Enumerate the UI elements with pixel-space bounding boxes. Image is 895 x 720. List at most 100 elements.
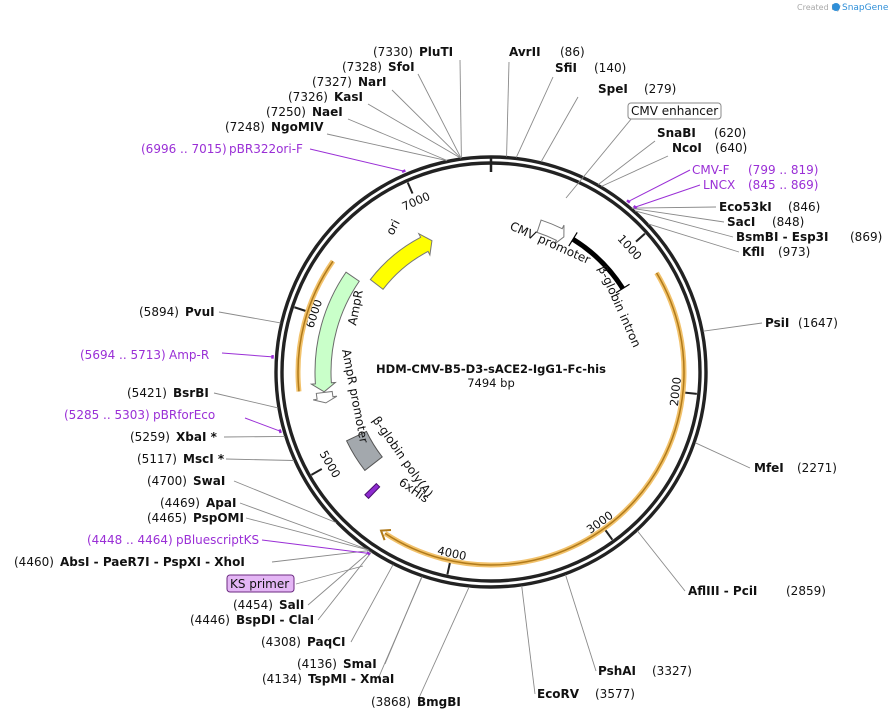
cmv-enhancer-label: CMV enhancer [631, 104, 718, 118]
primer-mark [366, 551, 371, 556]
beta-globin-polya-band [345, 430, 383, 472]
enzyme-leader-line [631, 207, 725, 223]
ampr-label: AmpR [345, 289, 366, 327]
enzyme-name: PaqCI [307, 635, 345, 649]
enzyme-name: AbsI - PaeR7I - PspXI - XhoI [60, 555, 245, 569]
enzyme-name: NarI [358, 75, 387, 89]
enzyme-position: (7250) [266, 105, 306, 119]
enzyme-leader-line [350, 564, 394, 643]
cmv-enhancer-box [627, 102, 722, 120]
plasmid-name: HDM-CMV-B5-D3-sACE2-IgG1-Fc-his [376, 362, 606, 376]
enzyme-labels-right: AvrII (86) SfiI (140) SpeI (279) SnaBI (… [509, 45, 882, 701]
enzyme-name: BspDI - ClaI [236, 613, 314, 627]
enzyme-leader-line [239, 502, 369, 551]
enzyme-position: (3327) [652, 664, 692, 678]
primer-range: (5694 .. 5713) [80, 348, 166, 362]
primer-leader-line [628, 169, 691, 202]
enzyme-name: SpeI [598, 82, 628, 96]
watermark-text: Created by [797, 3, 841, 12]
ampr-promoter-label: AmpR promoter [339, 348, 371, 444]
enzyme-name: KflI [742, 245, 765, 259]
enzyme-position: (4446) [190, 613, 230, 627]
beta-globin-intron-arc [571, 237, 625, 290]
primer-leader-line [221, 352, 273, 358]
enzyme-position: (869) [850, 230, 882, 244]
enzyme-leader-line [694, 442, 751, 469]
ampr-orf-line [297, 260, 334, 392]
enzyme-position: (86) [560, 45, 585, 59]
primer-range: (4448 .. 4464) [87, 533, 173, 547]
ks-primer-label: KS primer [230, 577, 289, 591]
ring-tick [635, 232, 646, 243]
ring-tick [684, 391, 697, 395]
primer-range: (6996 .. 7015) [141, 142, 227, 156]
enzyme-leader-line [631, 206, 717, 209]
ring-tick-label: 1000 [615, 232, 645, 263]
enzyme-name: SalI [279, 598, 304, 612]
enzyme-leader-line [634, 210, 734, 238]
enzyme-leader-line [515, 76, 554, 158]
intron-end-bar [615, 283, 630, 294]
enzyme-leader-line [506, 61, 510, 157]
enzyme-leader-line [367, 103, 461, 159]
enzyme-position: (2859) [786, 584, 826, 598]
enzyme-name: PshAI [598, 664, 636, 678]
ring-tick [604, 529, 614, 541]
enzyme-position: (4465) [147, 511, 187, 525]
enzyme-leader-line [233, 480, 337, 524]
enzyme-position: (4454) [233, 598, 273, 612]
primer-name: pBRforEco [153, 408, 215, 422]
enzyme-position: (4134) [262, 672, 302, 686]
enzyme-leader-line [417, 586, 470, 701]
cmv-promoter-arrow [536, 219, 565, 245]
enzyme-position: (4469) [160, 496, 200, 510]
primer-range: (845 .. 869) [748, 178, 818, 192]
enzyme-name: BsrBI [173, 386, 209, 400]
enzyme-name: SmaI [343, 657, 377, 671]
6xhis-mark [364, 482, 381, 500]
enzyme-leader-line [307, 550, 371, 606]
primer-name: Amp-R [169, 348, 209, 362]
primer-name: CMV-F [692, 163, 730, 177]
primer-leader-line [635, 184, 701, 208]
enzyme-name: SfiI [555, 61, 577, 75]
plasmid-length: 7494 bp [467, 376, 515, 390]
enzyme-position: (5259) [130, 430, 170, 444]
enzyme-position: (7326) [288, 90, 328, 104]
enzyme-name: PvuI [185, 305, 215, 319]
enzyme-name: BmgBI [417, 695, 461, 709]
enzyme-leader-line [417, 73, 462, 159]
ks-primer-box [226, 574, 295, 593]
primer-name: pBR322ori-F [229, 142, 303, 156]
enzyme-leader-line [326, 133, 447, 162]
enzyme-name: PspOMI [193, 511, 244, 525]
orf-arrowhead [379, 529, 392, 541]
enzyme-name: BsmBI - Esp3I [736, 230, 828, 244]
enzyme-position: (7248) [225, 120, 265, 134]
enzyme-position: (5117) [137, 452, 177, 466]
primer-range: (5285 .. 5303) [64, 408, 150, 422]
enzyme-name: SwaI [193, 474, 225, 488]
ampr-arrow [309, 271, 360, 393]
primer-range: (799 .. 819) [748, 163, 818, 177]
enzyme-position: (973) [778, 245, 810, 259]
enzyme-position: (7330) [373, 45, 413, 59]
enzyme-leader-line [521, 585, 536, 695]
enzyme-position: (140) [594, 61, 626, 75]
enzyme-position: (5894) [139, 305, 179, 319]
primer-labels: (6996 .. 7015) pBR322ori-F CMV-F (799 ..… [64, 142, 818, 547]
primer-leader-line [309, 148, 404, 172]
ring-tick [406, 182, 414, 194]
enzyme-leader-line [384, 576, 423, 665]
enzyme-name: SnaBI [657, 126, 696, 140]
enzyme-position: (3577) [595, 687, 635, 701]
ori-arrow [369, 232, 433, 291]
intron-end-bar [568, 232, 578, 247]
enzyme-name: PsiI [765, 316, 789, 330]
enzyme-position: (2271) [797, 461, 837, 475]
snapgene-logo-icon [832, 3, 840, 11]
enzyme-leader-line [245, 517, 369, 551]
primer-mark [626, 199, 631, 204]
enzyme-leader-line [703, 322, 763, 332]
